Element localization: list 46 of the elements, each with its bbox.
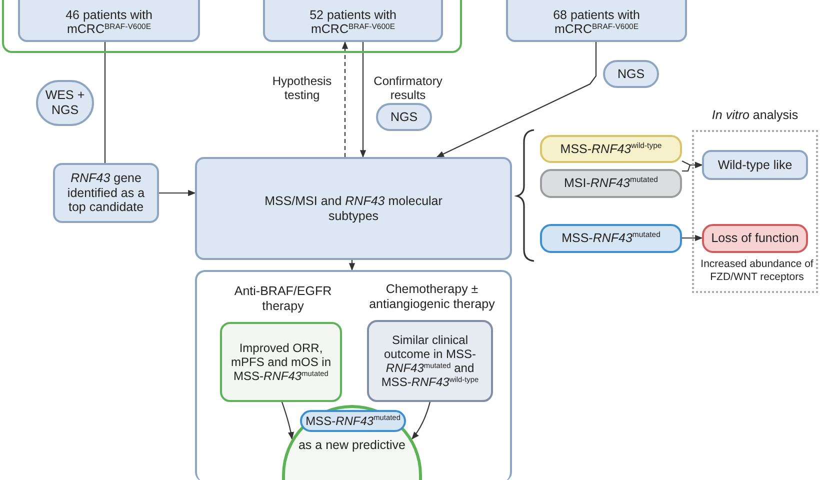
node-text: 46 patients with mCRC$^{BRAF-V600E}$: [64, 8, 154, 37]
node-text: 52 patients with mCRC$^{BRAF-V600E}$: [308, 8, 398, 37]
cohort-box: [18, 0, 200, 42]
node-text: RNF43 gene identified as a top candidate: [66, 170, 146, 216]
arrow: [412, 402, 431, 440]
biomarker-text: as a new predictive: [297, 438, 406, 453]
node-text: NGS: [616, 66, 646, 82]
process-box: [195, 157, 512, 260]
arrow: [159, 190, 196, 196]
subtype-box: [540, 135, 682, 163]
cohort-box: [263, 0, 443, 42]
node-text: NGS: [389, 110, 419, 124]
method-pill: [603, 60, 659, 88]
subtype-box: [540, 224, 682, 253]
dashed-arrow: [342, 41, 348, 157]
node-text: MSS/MSI and RNF43 molecular subtypes: [264, 194, 444, 224]
cohort-box: [506, 0, 687, 42]
column-heading: Anti-BRAF/EGFR therapy: [233, 284, 333, 314]
node-text: WES + NGS: [44, 88, 86, 118]
connector-line: [104, 42, 106, 163]
node-text: MSS-RNF43$^{mutated}$: [560, 231, 662, 246]
column-heading: Chemotherapy ± antiangiogenic therapy: [368, 282, 496, 312]
arrow: [281, 402, 294, 440]
note-text: Increased abundance of FZD/WNT receptors: [700, 258, 814, 284]
node-text: MSS-RNF43$^{wild-type}$: [559, 142, 663, 156]
cohort-group-panel: [2, 0, 462, 53]
method-pill: [376, 103, 432, 131]
outcome-panel: [195, 270, 512, 480]
arrow: [436, 42, 597, 158]
process-box: [53, 163, 159, 223]
arrow: [360, 42, 366, 158]
biomarker-box: [300, 410, 406, 432]
node-text: Improved ORR, mPFS and mOS in MSS-RNF43$^{mutated}$: [230, 340, 332, 384]
node-text: Loss of function: [710, 231, 800, 246]
node-text: Wild-type like: [716, 158, 794, 172]
node-text: MSS-RNF43$^{mutated}$: [304, 414, 402, 428]
arrow: [682, 162, 703, 172]
node-text: MSI-RNF43$^{mutated}$: [563, 176, 659, 191]
panel-heading: In vitro analysis: [710, 108, 800, 123]
arrow: [348, 260, 356, 271]
node-text: Similar clinical outcome in MSS-RNF43$^{mutated}$ and MSS-RNF43$^{wild-type}$: [380, 332, 480, 390]
subtype-box: [540, 169, 682, 198]
method-pill: [36, 80, 94, 126]
arrow: [682, 234, 703, 242]
result-box: [702, 150, 808, 180]
node-text: 68 patients with mCRC$^{BRAF-V600E}$: [552, 8, 641, 37]
